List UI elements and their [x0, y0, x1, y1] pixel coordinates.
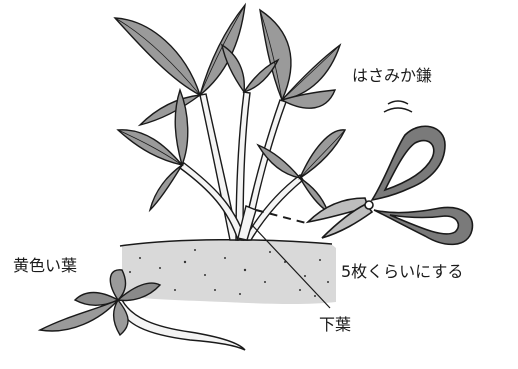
plant-leaves — [115, 5, 345, 212]
snip-motion-marks — [384, 101, 412, 112]
label-reduce-to-five: 5枚くらいにする — [341, 264, 463, 280]
label-yellow-leaf: 黄色い葉 — [13, 258, 77, 274]
soil-mound — [120, 240, 336, 304]
label-scissors-or-sickle: はさみか鎌 — [352, 68, 432, 84]
label-lower-leaf: 下葉 — [319, 317, 351, 333]
